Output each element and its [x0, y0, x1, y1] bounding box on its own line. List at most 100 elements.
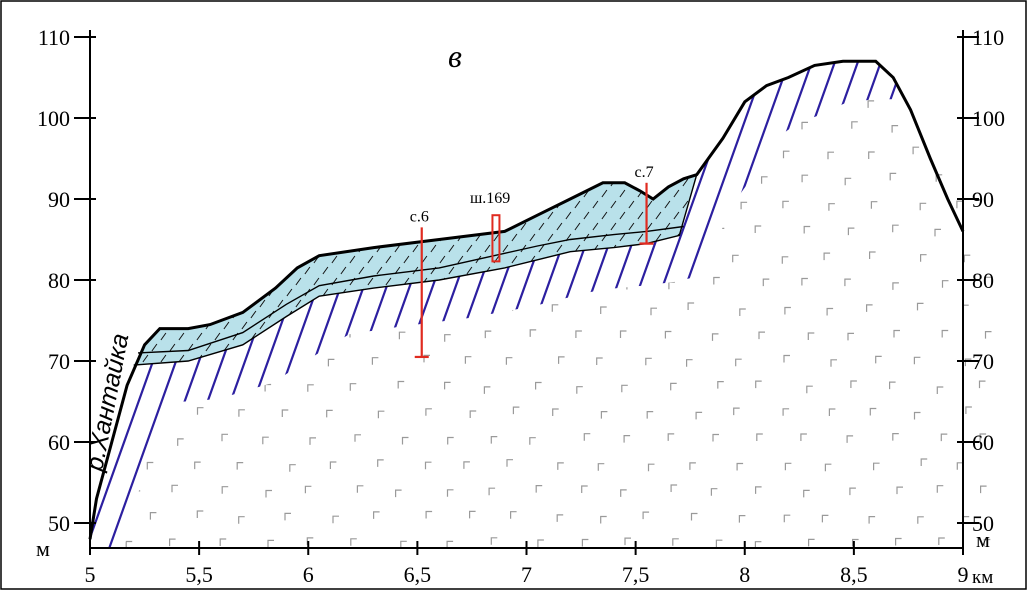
- bedrock-symbol: [308, 121, 316, 130]
- bedrock-symbol: [868, 151, 875, 159]
- river-label: р.Хантайка: [80, 331, 134, 474]
- cover-dash: [340, 310, 347, 319]
- unit-left: м: [36, 536, 50, 561]
- cover-dash: [305, 157, 310, 164]
- cover-dash: [206, 366, 211, 373]
- bedrock-symbol: [469, 510, 476, 519]
- bedrock-symbol: [628, 122, 635, 130]
- cover-dash: [592, 222, 599, 231]
- bedrock-symbol: [505, 357, 513, 365]
- bedrock-symbol: [756, 433, 763, 441]
- bedrock-symbol: [537, 539, 544, 547]
- cover-dash: [403, 255, 410, 264]
- cover-dash: [241, 174, 248, 176]
- cover-dash: [511, 277, 518, 286]
- bedrock-symbol: [195, 304, 203, 312]
- cover-dash: [521, 157, 526, 164]
- cover-dash: [529, 233, 536, 242]
- cover-dash: [215, 157, 220, 164]
- bedrock-symbol: [978, 380, 986, 389]
- bedrock-symbol: [642, 151, 649, 159]
- cover-dash: [538, 288, 545, 297]
- y-tick-label-right: 100: [972, 106, 1005, 131]
- bedrock-symbol: [377, 459, 384, 467]
- bedrock-symbol: [783, 354, 790, 363]
- bedrock-symbol: [938, 537, 945, 545]
- bedrock-symbol: [620, 489, 627, 497]
- cover-dash: [179, 157, 184, 164]
- cover-dash: [574, 222, 581, 231]
- bedrock-symbol: [490, 172, 497, 181]
- cover-dash: [583, 255, 590, 264]
- bedrock-symbol: [304, 485, 312, 494]
- cover-dash: [214, 332, 221, 341]
- cover-dash: [196, 244, 203, 253]
- cover-dash: [691, 211, 697, 220]
- cover-dash: [142, 354, 149, 363]
- cover-dash: [385, 174, 392, 176]
- cover-dash: [520, 266, 527, 275]
- cover-dash: [277, 189, 284, 198]
- cover-dash: [295, 299, 302, 308]
- cover-dash: [439, 211, 446, 220]
- cover-dash: [286, 288, 293, 297]
- bedrock-symbol: [356, 485, 364, 493]
- cover-dash: [376, 222, 383, 231]
- bedrock-symbol: [557, 462, 564, 470]
- cover-dash: [556, 288, 563, 297]
- cover-dash: [269, 157, 274, 164]
- bedrock-symbol: [446, 489, 454, 497]
- cover-dash: [475, 211, 482, 220]
- bedrock-symbol: [556, 514, 564, 522]
- bedrock-symbol: [739, 308, 746, 316]
- cover-dash: [349, 233, 356, 242]
- bedrock-symbol: [444, 334, 451, 342]
- cover-dash: [349, 255, 356, 264]
- bedrock-symbol: [395, 489, 402, 498]
- cover-dash: [151, 233, 158, 242]
- bedrock-symbol: [601, 149, 609, 157]
- bedrock-symbol: [844, 177, 852, 186]
- bedrock-symbol: [510, 511, 517, 519]
- well-label: ш.169: [470, 190, 510, 207]
- cover-dash: [466, 266, 473, 275]
- bedrock-symbol: [447, 436, 454, 445]
- cover-dash: [349, 189, 356, 198]
- cover-dash: [682, 266, 689, 275]
- cover-dash: [395, 157, 400, 164]
- cover-dash: [331, 255, 338, 264]
- cover-dash: [169, 174, 176, 176]
- cover-dash: [268, 200, 275, 209]
- cover-dash: [268, 178, 275, 187]
- cover-dash: [178, 354, 185, 363]
- bedrock-symbol: [221, 433, 228, 442]
- cover-dash: [178, 244, 185, 253]
- cover-dash: [188, 366, 193, 373]
- bedrock-symbol: [758, 331, 765, 340]
- cover-dash: [133, 277, 140, 286]
- hatch-line: [0, 0, 52, 560]
- cover-dash: [601, 277, 608, 286]
- bedrock-symbol: [984, 331, 992, 339]
- cover-dash: [169, 299, 176, 308]
- cover-dash: [376, 288, 383, 297]
- bedrock-symbol: [623, 435, 631, 443]
- y-tick-label-right: 60: [972, 430, 994, 455]
- cover-dash: [205, 174, 212, 176]
- bedrock-symbol: [150, 303, 157, 311]
- bedrock-symbol: [529, 277, 537, 285]
- cover-dash: [331, 321, 338, 330]
- cover-dash: [367, 255, 374, 264]
- bedrock-symbol: [555, 151, 562, 160]
- cover-dash: [430, 310, 437, 319]
- bedrock-symbol: [828, 203, 835, 211]
- cover-dash: [331, 189, 338, 198]
- cover-dash: [169, 343, 176, 352]
- cover-dash: [431, 157, 436, 164]
- unit-bottom: км: [972, 567, 993, 588]
- cover-dash: [268, 266, 275, 275]
- cover-dash: [232, 222, 239, 231]
- bedrock-symbol: [912, 146, 920, 155]
